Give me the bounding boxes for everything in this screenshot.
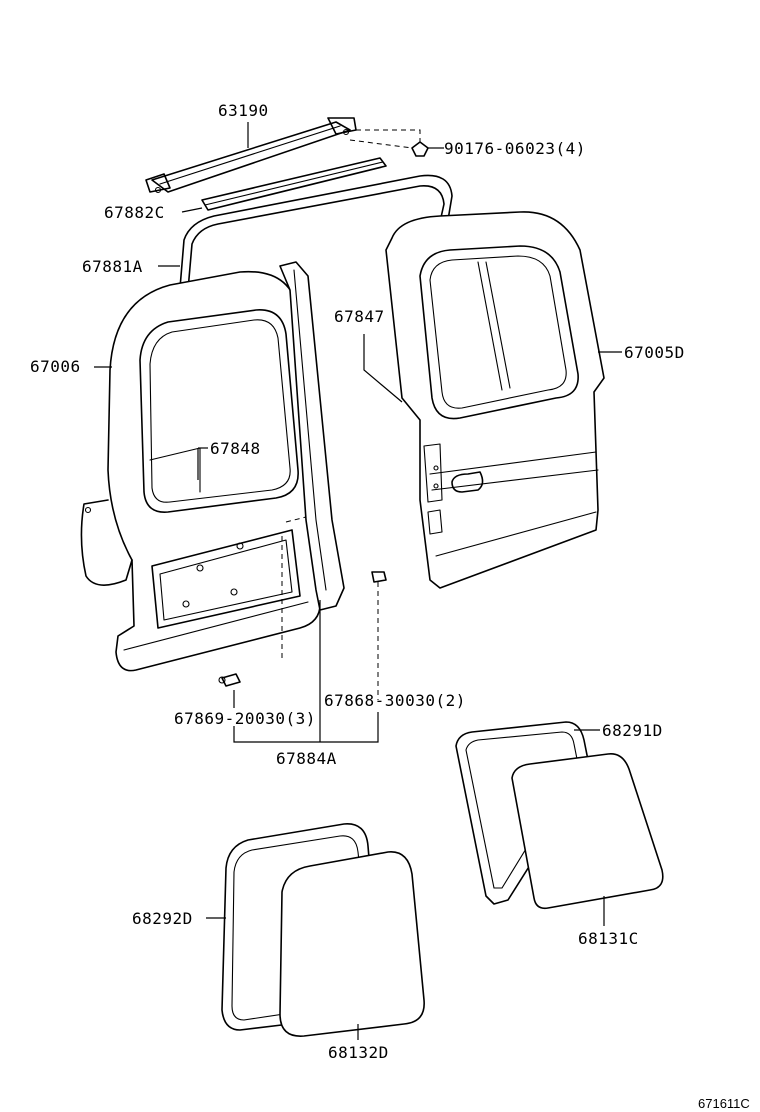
label-68291d: 68291D — [602, 721, 663, 740]
label-67848: 67848 — [210, 439, 261, 458]
label-68131c: 68131C — [578, 929, 639, 948]
center-seal — [279, 261, 345, 611]
label-68132d: 68132D — [328, 1043, 389, 1062]
weatherstrip-67882c — [201, 157, 387, 211]
label-67868-30030: 67868-30030(2) — [324, 691, 466, 710]
label-90176-06023: 90176-06023(4) — [444, 139, 586, 158]
back-door-67005d — [385, 211, 605, 589]
label-67847: 67847 — [334, 307, 385, 326]
leader-lines — [94, 122, 622, 1040]
glass-68132d — [279, 851, 425, 1037]
label-67881a: 67881A — [82, 257, 143, 276]
figure-code: 671611C — [698, 1096, 750, 1111]
bolt-67869 — [218, 673, 241, 687]
clip-90176 — [349, 129, 429, 157]
bolt-67868 — [371, 571, 387, 700]
label-67006: 67006 — [30, 357, 81, 376]
back-door-67006 — [80, 270, 327, 672]
label-67869-20030: 67869-20030(3) — [174, 709, 316, 728]
glass-68131c — [511, 753, 664, 910]
label-67882c: 67882C — [104, 203, 165, 222]
label-67884a: 67884A — [276, 749, 337, 768]
label-68292d: 68292D — [132, 909, 193, 928]
label-67005d: 67005D — [624, 343, 685, 362]
label-63190: 63190 — [218, 101, 269, 120]
roof-rail-63190 — [145, 117, 357, 194]
